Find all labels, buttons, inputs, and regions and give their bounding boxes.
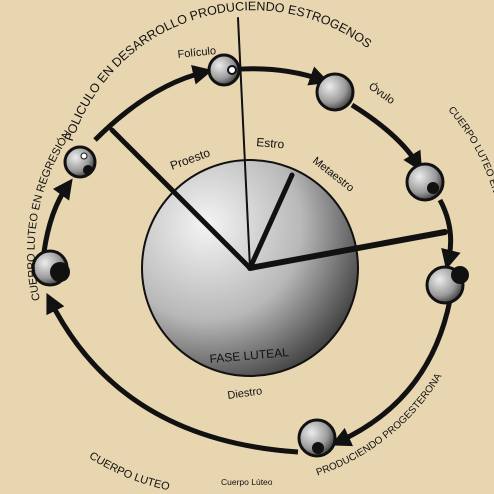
regressing-corpus-icon-upper-left: [65, 147, 95, 177]
label-diestro: Diestro: [227, 385, 263, 402]
arrow-ovum-to-follicle: [352, 105, 418, 165]
label-outer-bottom-right: PRODUCIENDO PROGESTERONA: [315, 371, 444, 478]
arrow-to-regressing-upper: [44, 185, 68, 252]
label-foliculo: Folículo: [177, 45, 217, 61]
ovum-icon: [317, 74, 353, 110]
label-ovulo: Óvulo: [366, 80, 397, 107]
follicle-icon-top: [209, 55, 239, 85]
arrow-to-corpus-bottom: [338, 300, 450, 442]
corpus-luteum-icon-right: [427, 266, 469, 303]
label-cuerpo-luteo: Cuerpo Lúteo: [221, 477, 273, 487]
label-outer-bottom-left: CUERPO LUTEO: [87, 450, 171, 493]
follicle-icon-right-upper: [407, 164, 443, 200]
label-estro: Estro: [256, 135, 285, 151]
corpus-luteum-icon-bottom: [299, 420, 335, 456]
